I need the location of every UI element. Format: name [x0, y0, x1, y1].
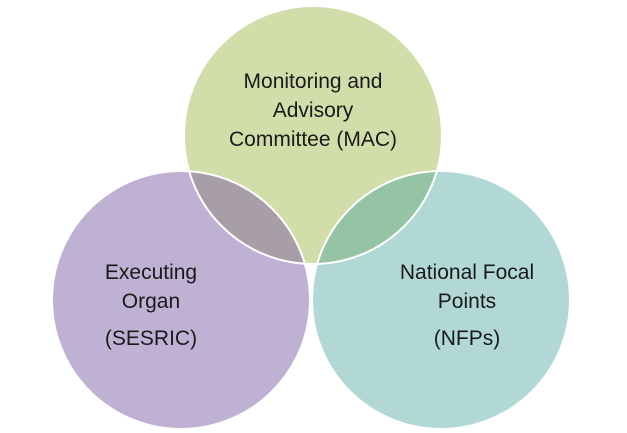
left-label-line-1: Executing: [104, 261, 198, 284]
left-circle-label: Executing Organ (SESRIC): [105, 258, 197, 353]
right-label-sub: (NFPs): [433, 327, 501, 350]
right-label-line-2: Points: [437, 290, 497, 313]
right-label-line-1: National Focal: [399, 261, 535, 284]
overlap-top-right: [312, 171, 442, 264]
top-label-line-2: Advisory: [272, 99, 354, 122]
right-circle-label: National Focal Points (NFPs): [400, 258, 534, 353]
left-label-line-2: Organ: [121, 290, 181, 313]
top-label-line-1: Monitoring and: [243, 70, 383, 93]
left-label-sub: (SESRIC): [104, 327, 198, 350]
top-circle-label: Monitoring and Advisory Committee (MAC): [229, 67, 397, 154]
top-label-line-3: Committee (MAC): [228, 128, 398, 151]
overlap-top-left: [184, 171, 310, 264]
